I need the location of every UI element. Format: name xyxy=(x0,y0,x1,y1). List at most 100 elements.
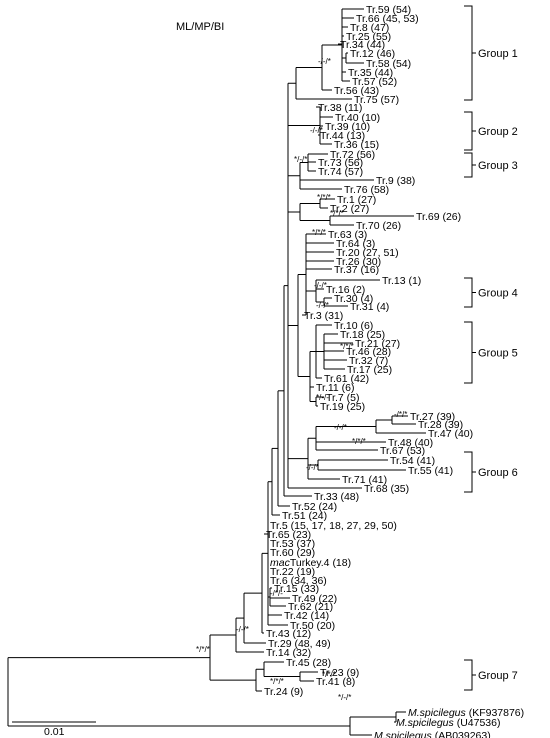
group-label: Group 2 xyxy=(478,126,518,138)
taxon-label: Tr.14 (32) xyxy=(266,647,311,659)
support-value: */*/* xyxy=(312,228,326,237)
group-bracket xyxy=(464,111,476,151)
taxon-label: Tr.33 (48) xyxy=(314,491,359,503)
taxon-label: macTurkey.4 (18) xyxy=(270,557,351,569)
scale-bar: 0.01 xyxy=(12,721,96,738)
taxon-label: Tr.57 (52) xyxy=(352,76,397,88)
taxon-label: Tr.49 (22) xyxy=(292,593,337,605)
taxon-label: Tr.43 (12) xyxy=(266,628,311,640)
taxon-label: Tr.18 (25) xyxy=(340,329,385,341)
taxon-label: Tr.34 (44) xyxy=(340,39,385,51)
taxon-label: Tr.12 (46) xyxy=(350,48,395,60)
taxon-label: Tr.19 (25) xyxy=(320,401,365,413)
taxon-label: Tr.26 (30) xyxy=(336,256,381,268)
taxon-label: Tr.44 (13) xyxy=(320,130,365,142)
taxon-label: Tr.6 (34, 36) xyxy=(270,575,327,587)
taxon-label: Tr.16 (2) xyxy=(326,284,365,296)
taxon-label: Tr.10 (6) xyxy=(334,320,373,332)
support-value: -/-/* xyxy=(318,57,331,66)
taxon-label: Tr.24 (9) xyxy=(264,686,303,698)
taxon-label: Tr.13 (1) xyxy=(382,275,421,287)
taxon-label: Tr.32 (7) xyxy=(349,355,388,367)
support-value: -/*/- xyxy=(270,589,283,598)
taxon-label: Tr.48 (40) xyxy=(388,437,433,449)
support-value: -/*/* xyxy=(394,410,407,419)
taxon-label: M.spicilegus (KF937876) xyxy=(408,707,524,719)
support-value: */*/* xyxy=(196,645,210,654)
taxon-label: Tr.67 (53) xyxy=(380,445,425,457)
group-bracket xyxy=(464,451,476,493)
support-value: -/-/* xyxy=(310,126,323,135)
taxon-label: M.spicilegus (AB039263) xyxy=(374,730,491,738)
taxon-label: Tr.41 (8) xyxy=(316,676,355,688)
group-bracket xyxy=(464,277,476,308)
group-bracket xyxy=(464,659,476,691)
taxon-label: Tr.47 (40) xyxy=(428,428,473,440)
taxon-label: Tr.40 (10) xyxy=(335,112,380,124)
support-value: */*/* xyxy=(317,193,331,202)
support-value: */*/* xyxy=(352,437,366,446)
group-label: Group 4 xyxy=(478,288,518,300)
taxon-label: Tr.21 (27) xyxy=(355,338,400,350)
taxon-label: Tr.53 (37) xyxy=(270,538,315,550)
taxon-label: Tr.73 (56) xyxy=(318,157,363,169)
taxon-label: Tr.20 (27, 51) xyxy=(336,247,399,259)
taxon-label: Tr.64 (3) xyxy=(336,238,375,250)
taxon-label: Tr.74 (57) xyxy=(318,166,363,178)
taxon-label: Tr.65 (23) xyxy=(266,529,311,541)
group-bracket xyxy=(464,152,476,178)
taxon-label: Tr.7 (5) xyxy=(326,392,359,404)
group-label: Group 7 xyxy=(478,670,518,682)
taxon-label: Tr.66 (45, 53) xyxy=(356,13,419,25)
support-value: -/-/* xyxy=(316,301,329,310)
taxon-label: Tr.28 (39) xyxy=(418,419,463,431)
taxon-label: Tr.2 (27) xyxy=(330,203,369,215)
group-label: Group 6 xyxy=(478,467,518,479)
support-value: */-/- xyxy=(316,393,329,402)
taxon-label: Tr.62 (21) xyxy=(288,601,333,613)
taxon-label: Tr.38 (11) xyxy=(318,102,362,114)
taxon-label: Tr.8 (47) xyxy=(350,22,389,34)
taxon-label: Tr.63 (3) xyxy=(328,229,367,241)
group-label: Group 3 xyxy=(478,160,518,172)
taxon-label: Tr.60 (29) xyxy=(270,547,315,559)
taxon-label: Tr.72 (56) xyxy=(330,149,375,161)
taxon-label: Tr.54 (41) xyxy=(390,455,435,467)
support-value: */*/* xyxy=(270,677,284,686)
group-bracket xyxy=(464,321,476,384)
support-value: */*/* xyxy=(340,342,354,351)
taxon-label: Tr.55 (41) xyxy=(408,465,453,477)
taxon-label: Tr.61 (42) xyxy=(324,373,369,385)
tree-branches xyxy=(7,8,426,736)
taxon-label: Tr.50 (20) xyxy=(290,620,335,632)
taxon-label: Tr.58 (54) xyxy=(366,58,411,70)
taxon-label: Tr.59 (54) xyxy=(366,4,411,16)
support-values: -/-/* -/-/* */-/* */*/* */*/* */*/* -/-/* -/-/*… xyxy=(196,57,407,702)
support-value: -/-/* xyxy=(314,281,327,290)
taxon-label: Tr.22 (19) xyxy=(270,566,315,578)
taxon-label: Tr.11 (6) xyxy=(316,382,355,394)
taxon-label: Tr.23 (9) xyxy=(320,667,359,679)
taxon-label: Tr.29 (48, 49) xyxy=(268,638,331,650)
group-bracket xyxy=(464,5,476,101)
taxon-label: Tr.69 (26) xyxy=(416,211,461,223)
taxon-label: Tr.31 (4) xyxy=(350,301,389,313)
taxon-label: Tr.51 (24) xyxy=(282,510,327,522)
taxon-label: Tr.5 (15, 17, 18, 27, 29, 50) xyxy=(270,520,397,532)
taxon-label: Tr.37 (16) xyxy=(334,264,379,276)
taxon-label: Tr.75 (57) xyxy=(354,94,399,106)
taxon-label: Tr.1 (27) xyxy=(337,194,376,206)
tree-header: ML/MP/BI xyxy=(176,21,224,33)
taxon-label: Tr.27 (39) xyxy=(410,411,455,423)
support-value: -/-/* xyxy=(306,463,319,472)
taxon-label: Tr.9 (38) xyxy=(376,175,415,187)
taxon-label: Tr.42 (14) xyxy=(284,610,329,622)
taxon-label: Tr.52 (24) xyxy=(292,501,337,513)
taxon-label: M.spicilegus (U47536) xyxy=(396,717,500,729)
taxon-label: Tr.70 (26) xyxy=(356,220,401,232)
support-value: */-/* xyxy=(294,155,307,164)
taxon-label: Tr.3 (31) xyxy=(304,310,343,322)
support-value: */-/* xyxy=(338,693,351,702)
